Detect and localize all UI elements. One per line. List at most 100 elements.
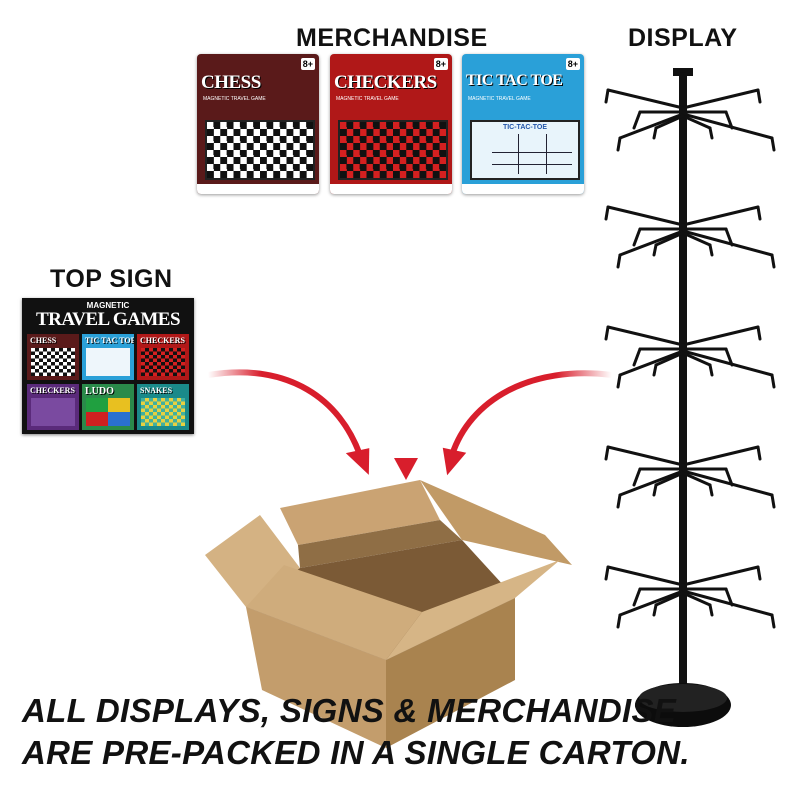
rack-hook [724,347,734,367]
product-subtitle: MAGNETIC TRAVEL GAME [203,96,266,102]
rack-hook [604,445,610,461]
rack-hook [681,205,760,227]
chess-product-card: 8+ CHESS MAGNETIC TRAVEL GAME [197,54,319,194]
rack-hook [708,483,714,497]
rack-hook [652,243,658,257]
rack-hook [756,205,762,221]
sign-brand: MAGNETIC [86,301,130,310]
rack-hook [681,88,760,110]
sign-tile-snakes: SNAKES [137,384,189,430]
merchandise-label: MERCHANDISE [296,24,488,52]
rack-hook [604,88,610,104]
rack-hook [681,112,774,140]
rack-hook [681,229,774,257]
rack-hook [616,613,622,629]
sign-title: TRAVEL GAMES [35,309,181,330]
rack-arms [604,88,776,629]
rack-hook [681,325,760,347]
tic-tac-toe-product-card: 8+ TIC TAC TOE MAGNETIC TRAVEL GAME TIC-… [462,54,584,194]
rack-hook [618,469,685,497]
product-title: CHESS [201,72,261,93]
rack-hook [632,110,642,130]
rack-hook [770,373,776,389]
rack-hook [756,88,762,104]
rack-hook [632,587,642,607]
rack-hook [770,493,776,509]
rack-hook [724,110,734,130]
display-label: DISPLAY [628,24,738,52]
rack-hook [604,325,610,341]
rack-hook [770,253,776,269]
checkers-product-card: 8+ CHECKERS MAGNETIC TRAVEL GAME [330,54,452,194]
arrow-from-display [442,370,613,476]
product-subtitle: MAGNETIC TRAVEL GAME [468,96,531,102]
rack-hook [756,325,762,341]
rack-hook [756,445,762,461]
rack-hook [606,445,685,467]
rack-hook [708,603,714,617]
rack-hook [681,114,712,130]
rack-hook [654,351,685,367]
sign-tile-checkers-2: CHECKERS [27,384,79,430]
rack-hook [652,603,658,617]
rack-hook [681,349,774,377]
caption-line-1: ALL DISPLAYS, SIGNS & MERCHANDISE [22,692,677,729]
arrow-from-top-sign [207,369,370,475]
sign-tile-chess: CHESS [27,334,79,380]
spinner-rack-display [635,68,731,727]
rack-hook [654,471,685,487]
rack-hook [756,565,762,581]
rack-hook [681,445,760,467]
rack-hook [618,589,685,617]
sign-tile-tic-tac-toe: TIC TAC TOE [82,334,134,380]
rack-hook [604,565,610,581]
rack-hook [616,373,622,389]
rack-hook [654,591,685,607]
rack-hook [652,126,658,140]
caption-line-2: ARE PRE-PACKED IN A SINGLE CARTON. [22,734,690,771]
rack-hook [616,253,622,269]
product-title: TIC TAC TOE [466,72,563,89]
rack-hook [708,243,714,257]
rack-hook [681,471,712,487]
age-badge: 8+ [300,58,315,70]
arrow-from-merchandise [394,208,418,480]
rack-hook [618,229,685,257]
rack-hook [724,467,734,487]
chessboard-image [205,120,315,180]
rack-hook [681,231,712,247]
sign-tile-ludo: LUDO [82,384,134,430]
rack-hook [604,205,610,221]
rack-hook [618,349,685,377]
rack-hook [681,565,760,587]
rack-hook [652,363,658,377]
rack-hook [606,205,685,227]
rack-hook [770,613,776,629]
top-sign-poster: MAGNETIC TRAVEL GAMES CHESS TIC TAC TOE … [22,298,194,434]
rack-hook [681,591,712,607]
top-sign-label: TOP SIGN [50,265,173,293]
sign-tile-checkers: CHECKERS [137,334,189,380]
rack-hook [632,227,642,247]
rack-hook [654,114,685,130]
rack-hook [616,136,622,152]
rack-hook [681,351,712,367]
rack-hook [654,231,685,247]
product-subtitle: MAGNETIC TRAVEL GAME [336,96,399,102]
board-title: TIC-TAC-TOE [502,124,548,131]
rack-hook [708,126,714,140]
rack-hook [681,469,774,497]
rack-hook [606,325,685,347]
cardboard-box-illustration [205,480,572,748]
rack-hook [618,112,685,140]
rack-hook [770,136,776,152]
rack-hook [724,227,734,247]
age-badge: 8+ [565,58,580,70]
rack-hook [616,493,622,509]
rack-hook [724,587,734,607]
rack-hook [632,467,642,487]
checkerboard-image [338,120,448,180]
rack-hook [652,483,658,497]
tic-tac-toe-board-image: TIC-TAC-TOE [470,120,580,180]
